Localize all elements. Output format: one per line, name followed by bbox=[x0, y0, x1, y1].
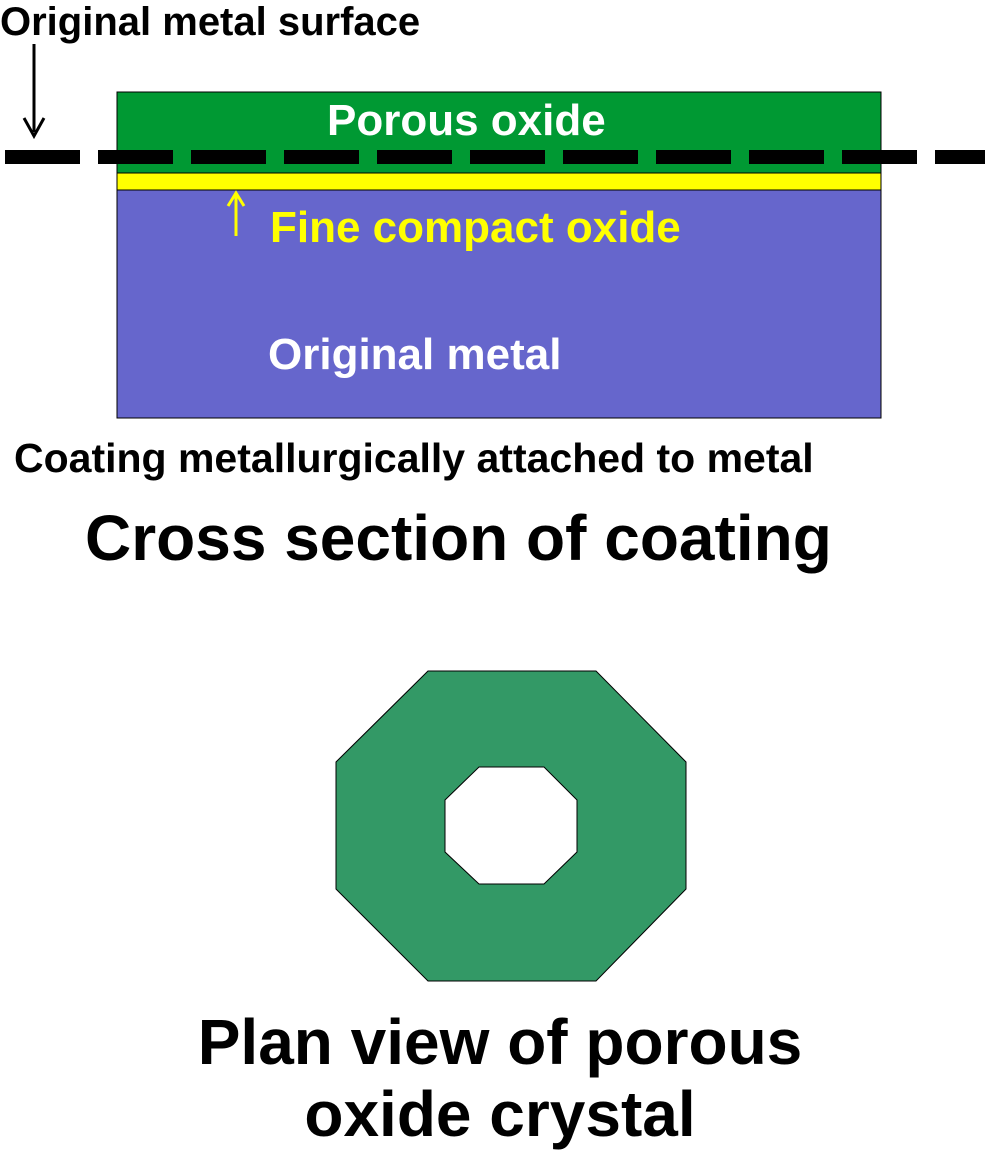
porous-oxide-crystal-octagon bbox=[335, 670, 687, 982]
cross-section-title: Cross section of coating bbox=[85, 502, 832, 574]
plan-view-title-line2: oxide crystal bbox=[304, 1078, 696, 1150]
compact-oxide-arrow-icon bbox=[226, 190, 246, 236]
surface-arrow-icon bbox=[22, 44, 46, 140]
porous-oxide-label: Porous oxide bbox=[327, 96, 606, 145]
original-metal-label: Original metal bbox=[268, 330, 562, 379]
plan-view-title-line1: Plan view of porous bbox=[197, 1006, 803, 1078]
plan-view-title: Plan view of porous oxide crystal bbox=[0, 1006, 1000, 1150]
original-metal-layer bbox=[116, 189, 882, 419]
fine-compact-oxide-label: Fine compact oxide bbox=[270, 203, 681, 252]
attachment-note: Coating metallurgically attached to meta… bbox=[14, 435, 814, 481]
fine-compact-oxide-layer bbox=[116, 172, 882, 191]
original-metal-surface-label: Original metal surface bbox=[0, 0, 421, 44]
